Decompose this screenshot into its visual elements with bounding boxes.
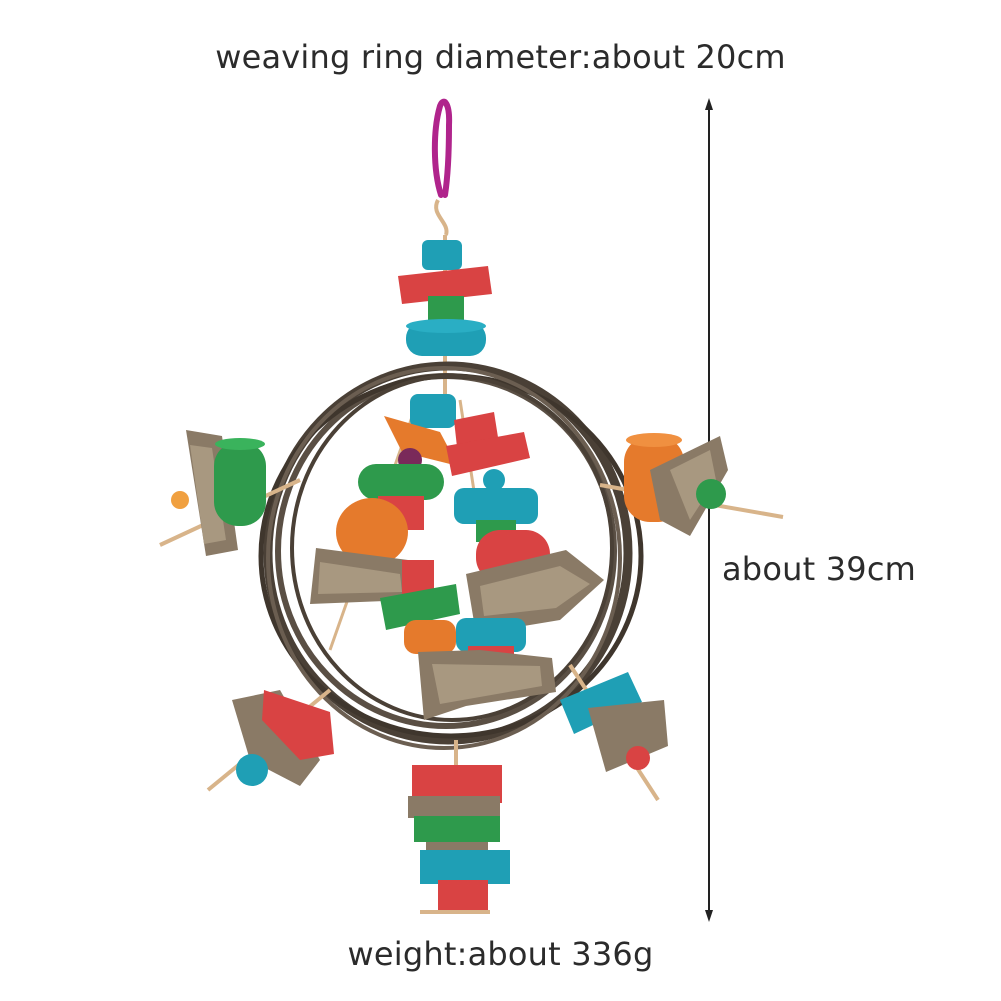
carabiner-clip	[431, 98, 453, 236]
weight-caption: weight:about 336g	[347, 935, 654, 973]
bottom-left-block-stack	[206, 688, 334, 792]
inner-left-strand	[310, 394, 460, 654]
height-dimension-line	[705, 98, 713, 922]
bottom-block-stack	[408, 740, 510, 914]
top-block-stack	[398, 235, 492, 395]
height-caption: about 39cm	[722, 550, 916, 588]
inner-bottom-bark	[418, 650, 556, 720]
bottom-right-block-stack	[560, 663, 668, 802]
left-block-stack	[159, 430, 301, 556]
right-block-stack	[599, 433, 784, 536]
ring-diameter-caption: weaving ring diameter:about 20cm	[215, 38, 786, 76]
weaving-ring	[258, 361, 644, 750]
